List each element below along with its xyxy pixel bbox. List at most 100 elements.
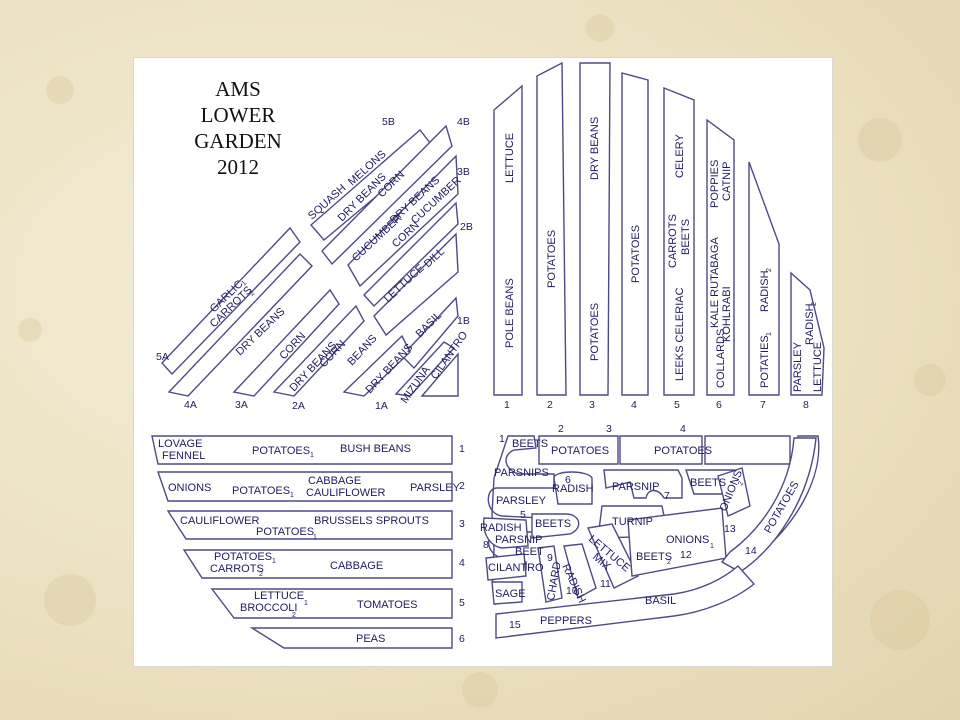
diagonal-beds [161, 124, 459, 397]
bed-5a-label-b-sub: 2 [249, 290, 257, 298]
row-8-label-bottom1: PARSLEY [792, 341, 804, 392]
left-row-1-label-b: POTATOES [252, 445, 310, 457]
bed-r13-label-sub: 2 [737, 480, 745, 486]
bed-1a-tip [420, 352, 459, 397]
bed-r7-number: 7 [664, 490, 670, 502]
map-title: AMS LOWER GARDEN 2012 [186, 76, 290, 180]
bed-r3 [619, 435, 703, 465]
bed-r9-number: 9 [547, 552, 553, 564]
bed-r7-label-a: PARSNIP [612, 481, 659, 493]
left-row-6-bed [249, 627, 453, 649]
left-row-1-label-a2: FENNEL [162, 450, 205, 462]
bed-r-basil-label: BASIL [645, 595, 676, 607]
row-1-label-top: LETTUCE [504, 133, 516, 183]
garden-plan-drawing: 5B 4B 3B 2B 1B 5A 4A 3A 2A 1A SQUASH MEL… [151, 61, 825, 649]
bed-r13 [717, 467, 751, 517]
left-row-3-label-a: CAULIFLOWER [180, 515, 260, 527]
left-row-4-label-a2-sub: 2 [259, 571, 263, 578]
vertical-row-numbers: 1 2 3 4 5 6 7 8 [504, 399, 809, 411]
left-row-2-label-c1: CABBAGE [308, 475, 361, 487]
row-7-label-bottom-sub: 1 [766, 332, 773, 336]
bed-r8 [483, 517, 529, 549]
bed-r9 [537, 545, 563, 603]
map-title-line4: 2012 [217, 155, 259, 179]
left-row-4-number: 4 [459, 557, 465, 569]
bed-1a-number: 1A [375, 400, 388, 412]
left-row-1-bed [151, 435, 453, 465]
bed-r1-number: 1 [499, 433, 505, 445]
bed-r12-label-b-sub: 2 [667, 559, 671, 566]
bed-4b-number: 4B [457, 116, 470, 128]
left-row-3-label-b-sub: 1 [313, 534, 317, 541]
bed-3b-number: 3B [457, 166, 470, 178]
row-2-label-bottom: POTATOES [546, 230, 558, 288]
left-row-3-bed [166, 510, 453, 540]
row-1-label-bottom: POLE BEANS [504, 278, 516, 348]
curved-beds [483, 435, 820, 639]
bed-r2-number: 2 [558, 423, 564, 435]
left-row-4-bed [182, 549, 453, 579]
left-row-2-bed [157, 471, 453, 502]
bed-r12-number: 12 [680, 549, 692, 561]
bed-2b [363, 201, 459, 308]
left-row-1-label-a1: LOVAGE [158, 438, 202, 450]
bed-r-sage [491, 581, 523, 605]
bed-5a [161, 226, 301, 376]
map-title-line1: AMS [215, 77, 261, 101]
bed-r8-label-b: PARSNIP [495, 534, 542, 546]
row-1-bed [493, 84, 523, 396]
left-row-2-label-b: POTATOES [232, 485, 290, 497]
bed-r5-label-b: BEETS [535, 518, 571, 530]
bed-5b-number: 5B [382, 116, 395, 128]
left-row-4-label-a1-sub: 1 [272, 558, 276, 565]
diagonal-bed-numbers: 5B 4B 3B 2B 1B 5A 4A 3A 2A 1A [156, 116, 473, 412]
left-row-5-number: 5 [459, 597, 465, 609]
bed-r8-label-a: RADISH [480, 522, 522, 534]
left-row-6-number: 6 [459, 633, 465, 645]
bed-2b-number: 2B [460, 221, 473, 233]
left-row-3-number: 3 [459, 518, 465, 530]
left-row-5-label-a2: BROCCOLI [240, 602, 297, 614]
left-row-4-label-a2: CARROTS [210, 563, 264, 575]
bed-r12-label-a: ONIONS [666, 534, 709, 546]
row-8-label-top: RADISH [804, 303, 816, 345]
row-4-number: 4 [631, 399, 637, 411]
bed-r5-label-a: PARSLEY [496, 495, 547, 507]
bed-r-parsnips-label: PARSNIPS [494, 467, 549, 479]
bed-3a-number: 3A [235, 399, 248, 411]
bed-r-cilantro [485, 553, 527, 581]
left-row-2-label-c2: CAULIFLOWER [306, 487, 386, 499]
bed-r2 [538, 435, 619, 465]
row-6-number: 6 [716, 399, 722, 411]
vertical-row-labels: LETTUCE POLE BEANS POTATOES DRY BEANS PO… [504, 117, 824, 392]
row-6-bed [706, 118, 735, 396]
bed-3a [232, 288, 340, 397]
row-1-number: 1 [504, 399, 510, 411]
bed-r11-number: 11 [600, 578, 611, 590]
bed-r11 [587, 523, 639, 589]
horizontal-row-labels: LOVAGE FENNEL POTATOES 1 BUSH BEANS ONIO… [158, 438, 461, 645]
bed-5a-label-a-sub: 1 [241, 280, 249, 288]
bed-5a-number: 5A [156, 351, 169, 363]
left-row-6-label-c: PEAS [356, 633, 385, 645]
left-row-2-number: 2 [459, 480, 465, 492]
bed-r4 [704, 435, 791, 465]
row-7-label-top-sub: 2 [766, 268, 773, 272]
bed-r10-number: 10 [566, 585, 578, 597]
row-3-number: 3 [589, 399, 595, 411]
left-row-4-label-a1: POTATOES [214, 551, 272, 563]
bed-r7 [603, 469, 683, 499]
row-6-label-mid1: KALE RUTABAGA [709, 236, 721, 328]
row-5-label-bottom: LEEKS CELERIAC [674, 287, 686, 381]
garden-map: 5B 4B 3B 2B 1B 5A 4A 3A 2A 1A SQUASH MEL… [133, 57, 833, 667]
row-3-label-bottom: POTATOES [589, 303, 601, 361]
bed-r5 [531, 513, 580, 539]
row-8-bed [790, 271, 825, 396]
bed-4a [167, 252, 313, 397]
left-row-1-label-c: BUSH BEANS [340, 443, 411, 455]
bed-r12-label-a-sub: 1 [710, 543, 714, 550]
bed-4b [321, 124, 453, 266]
bed-r10 [563, 543, 597, 600]
row-3-label-top: DRY BEANS [589, 117, 601, 180]
